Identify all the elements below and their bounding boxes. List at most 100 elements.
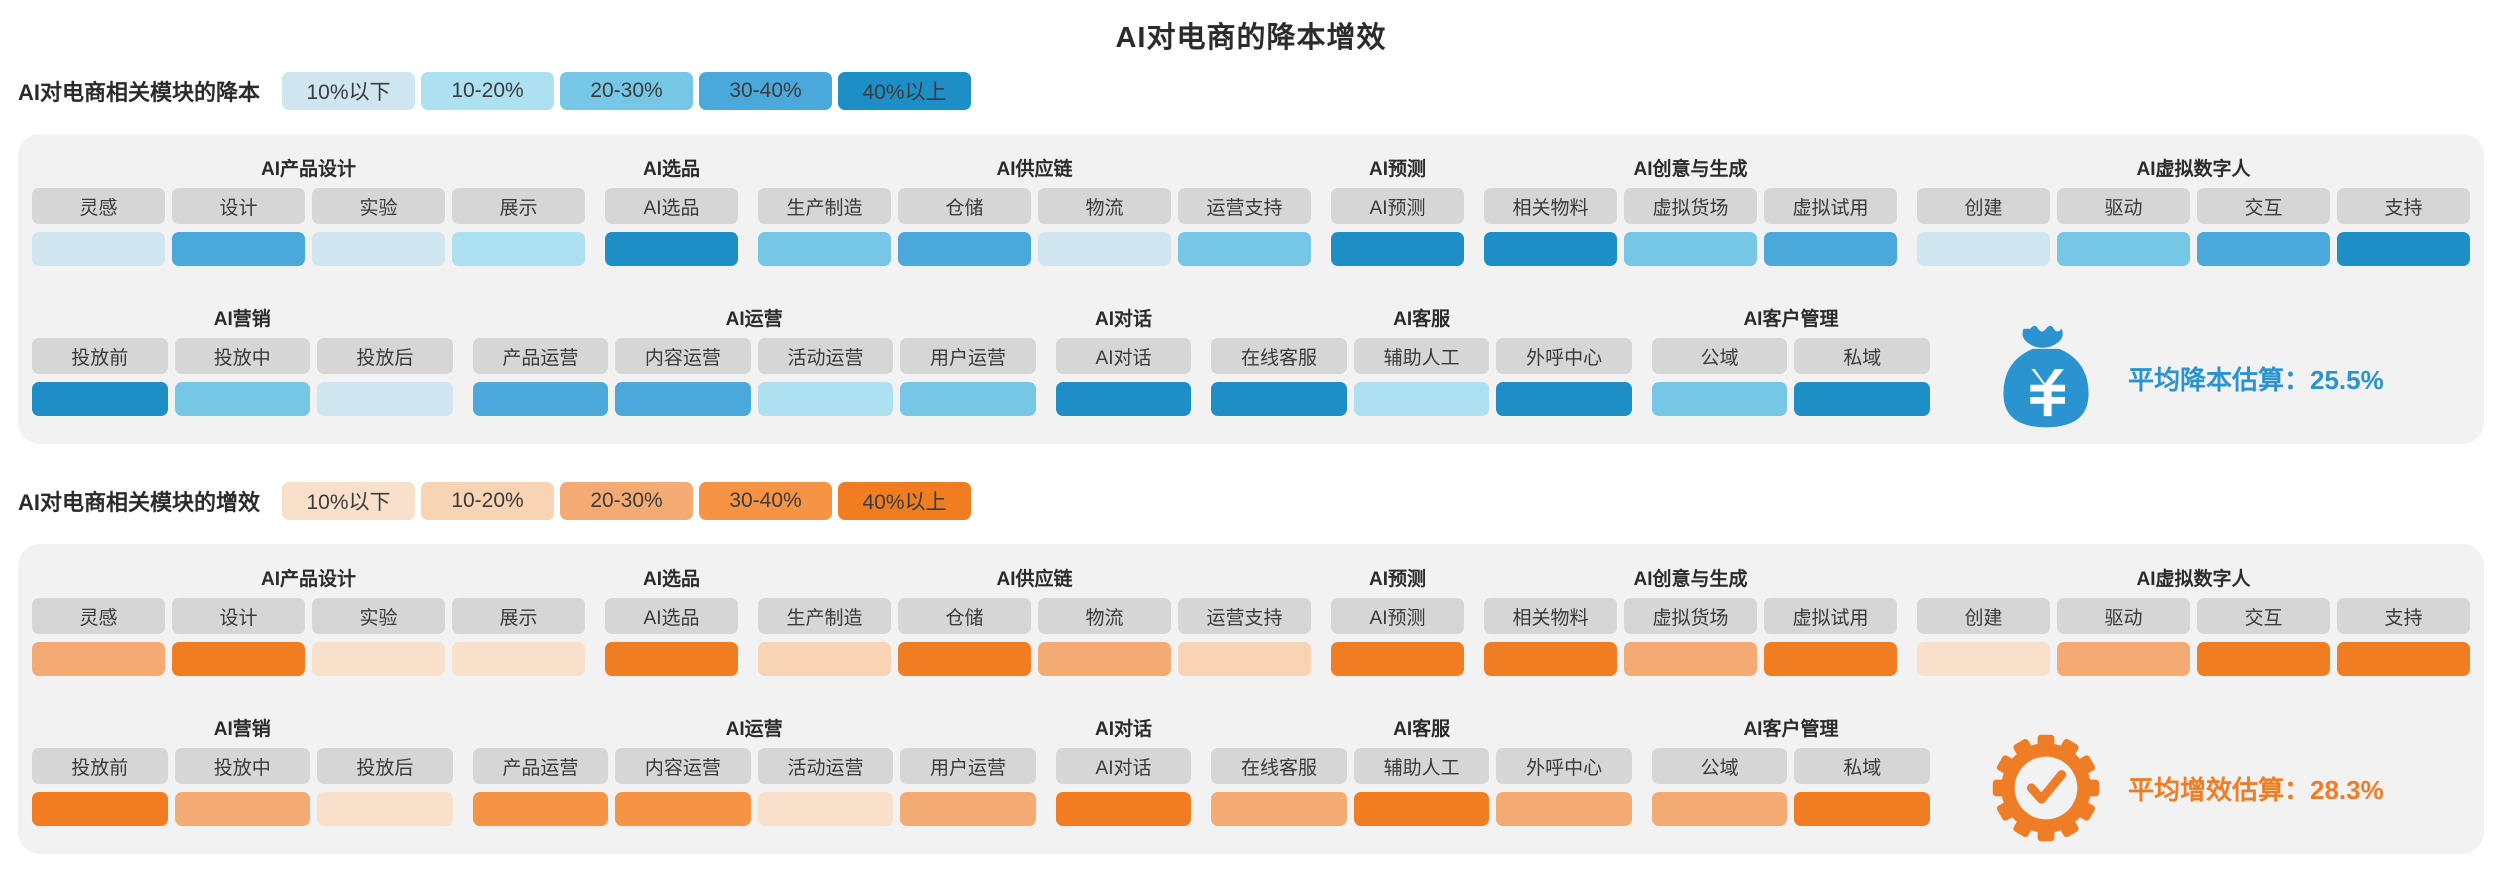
module-value-bar[interactable] [1651, 382, 1788, 416]
module-label[interactable]: 投放前 [32, 748, 168, 784]
module-value-bar[interactable] [2337, 642, 2470, 676]
module-value-bar[interactable] [615, 792, 751, 826]
module-label[interactable]: AI选品 [605, 598, 738, 634]
module-value-bar[interactable] [1651, 792, 1788, 826]
legend-chip[interactable]: 30-40% [699, 482, 833, 520]
module-value-bar[interactable] [1764, 642, 1897, 676]
module-label[interactable]: 交互 [2197, 598, 2330, 634]
module-value-bar[interactable] [758, 642, 891, 676]
module-value-bar[interactable] [317, 792, 453, 826]
module-label[interactable]: 产品运营 [472, 338, 609, 374]
module-value-bar[interactable] [900, 792, 1036, 826]
module-label[interactable]: 设计 [172, 598, 305, 634]
module-value-bar[interactable] [1211, 792, 1347, 826]
module-label[interactable]: 物流 [1038, 598, 1171, 634]
module-value-bar[interactable] [1917, 232, 2050, 266]
module-label[interactable]: 驱动 [2057, 188, 2190, 224]
module-value-bar[interactable] [1353, 792, 1490, 826]
module-label[interactable]: 运营支持 [1178, 598, 1311, 634]
module-value-bar[interactable] [317, 382, 453, 416]
module-label[interactable]: 运营支持 [1178, 188, 1311, 224]
module-label[interactable]: 用户运营 [900, 338, 1036, 374]
module-label[interactable]: 用户运营 [900, 748, 1036, 784]
module-value-bar[interactable] [1484, 642, 1617, 676]
module-label[interactable]: AI选品 [605, 188, 738, 224]
module-value-bar[interactable] [2337, 232, 2470, 266]
module-value-bar[interactable] [1055, 382, 1192, 416]
module-value-bar[interactable] [1496, 792, 1632, 826]
module-value-bar[interactable] [898, 232, 1031, 266]
module-label[interactable]: 产品运营 [472, 748, 609, 784]
module-value-bar[interactable] [898, 642, 1031, 676]
module-label[interactable]: 活动运营 [757, 748, 894, 784]
module-label[interactable]: 生产制造 [758, 598, 891, 634]
module-value-bar[interactable] [757, 382, 894, 416]
module-label[interactable]: 相关物料 [1484, 188, 1617, 224]
module-value-bar[interactable] [615, 382, 751, 416]
module-label[interactable]: 物流 [1038, 188, 1171, 224]
module-value-bar[interactable] [1624, 642, 1757, 676]
module-value-bar[interactable] [452, 642, 585, 676]
module-label[interactable]: 投放中 [174, 748, 311, 784]
module-value-bar[interactable] [1038, 642, 1171, 676]
module-label[interactable]: 支持 [2337, 598, 2470, 634]
module-label[interactable]: 相关物料 [1484, 598, 1617, 634]
module-label[interactable]: 活动运营 [757, 338, 894, 374]
module-value-bar[interactable] [172, 642, 305, 676]
module-label[interactable]: 仓储 [898, 188, 1031, 224]
module-value-bar[interactable] [452, 232, 585, 266]
module-value-bar[interactable] [174, 382, 311, 416]
module-value-bar[interactable] [758, 232, 891, 266]
legend-chip[interactable]: 40%以上 [838, 72, 972, 110]
module-value-bar[interactable] [1178, 232, 1311, 266]
module-label[interactable]: 辅助人工 [1353, 338, 1490, 374]
module-value-bar[interactable] [1484, 232, 1617, 266]
module-label[interactable]: 内容运营 [615, 338, 751, 374]
module-value-bar[interactable] [1917, 642, 2050, 676]
module-label[interactable]: 外呼中心 [1496, 338, 1632, 374]
module-label[interactable]: 虚拟货场 [1624, 598, 1757, 634]
module-label[interactable]: 虚拟试用 [1764, 188, 1897, 224]
module-value-bar[interactable] [2197, 232, 2330, 266]
module-label[interactable]: 私域 [1794, 748, 1930, 784]
module-label[interactable]: 投放中 [174, 338, 311, 374]
module-value-bar[interactable] [757, 792, 894, 826]
module-label[interactable]: 创建 [1917, 188, 2050, 224]
module-label[interactable]: 展示 [452, 598, 585, 634]
module-value-bar[interactable] [2057, 232, 2190, 266]
module-label[interactable]: 灵感 [32, 188, 165, 224]
module-label[interactable]: 外呼中心 [1496, 748, 1632, 784]
module-value-bar[interactable] [312, 232, 445, 266]
legend-chip[interactable]: 30-40% [699, 72, 833, 110]
module-value-bar[interactable] [32, 382, 168, 416]
module-label[interactable]: AI预测 [1331, 188, 1464, 224]
module-value-bar[interactable] [1038, 232, 1171, 266]
module-value-bar[interactable] [472, 382, 609, 416]
module-value-bar[interactable] [1496, 382, 1632, 416]
module-value-bar[interactable] [1624, 232, 1757, 266]
module-label[interactable]: 内容运营 [615, 748, 751, 784]
module-label[interactable]: 展示 [452, 188, 585, 224]
module-value-bar[interactable] [605, 642, 738, 676]
module-label[interactable]: 公域 [1651, 748, 1788, 784]
module-value-bar[interactable] [1178, 642, 1311, 676]
legend-chip[interactable]: 40%以上 [838, 482, 972, 520]
module-value-bar[interactable] [1353, 382, 1490, 416]
module-value-bar[interactable] [1794, 792, 1930, 826]
legend-chip[interactable]: 10%以下 [282, 72, 416, 110]
module-value-bar[interactable] [172, 232, 305, 266]
module-label[interactable]: AI对话 [1055, 338, 1192, 374]
module-value-bar[interactable] [472, 792, 609, 826]
module-value-bar[interactable] [1331, 642, 1464, 676]
module-label[interactable]: 生产制造 [758, 188, 891, 224]
module-label[interactable]: 支持 [2337, 188, 2470, 224]
module-value-bar[interactable] [2197, 642, 2330, 676]
module-label[interactable]: 实验 [312, 188, 445, 224]
module-value-bar[interactable] [32, 232, 165, 266]
module-label[interactable]: 在线客服 [1211, 748, 1347, 784]
legend-chip[interactable]: 20-30% [560, 482, 694, 520]
module-label[interactable]: AI预测 [1331, 598, 1464, 634]
module-value-bar[interactable] [1794, 382, 1930, 416]
module-label[interactable]: 实验 [312, 598, 445, 634]
module-value-bar[interactable] [1211, 382, 1347, 416]
